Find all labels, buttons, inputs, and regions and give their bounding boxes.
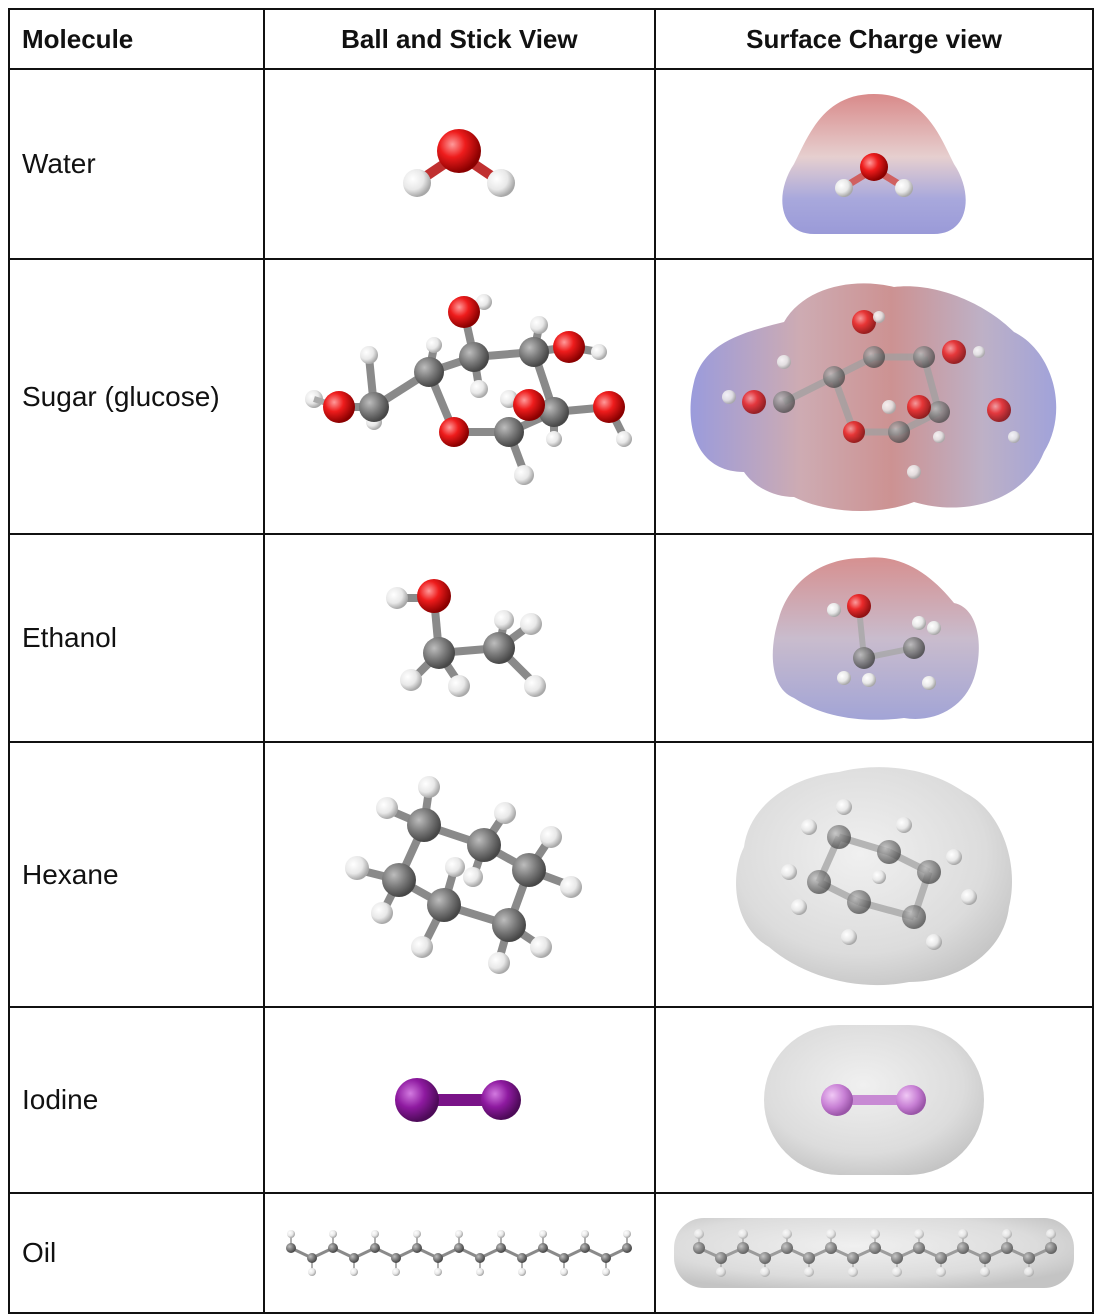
oil-ball-and-stick-model (262, 1192, 657, 1314)
iodine-surface-charge-model (654, 1006, 1094, 1194)
column-header-ball-and-stick: Ball and Stick View (262, 8, 657, 70)
molecule-name-water: Water (8, 68, 265, 260)
glucose-ball-and-stick-model (262, 258, 657, 535)
table-row: Iodine (8, 1006, 1094, 1194)
table-header-row: Molecule Ball and Stick View Surface Cha… (8, 8, 1094, 70)
molecule-name-hexane: Hexane (8, 741, 265, 1008)
column-header-molecule: Molecule (8, 8, 265, 70)
table-row: Oil (8, 1192, 1094, 1314)
molecule-name-sugar: Sugar (glucose) (8, 258, 265, 535)
column-header-surface-charge: Surface Charge view (654, 8, 1094, 70)
water-surface-charge-model (654, 68, 1094, 260)
table-row: Sugar (glucose) (8, 258, 1094, 535)
ethanol-surface-charge-model (654, 533, 1094, 743)
molecule-name-oil: Oil (8, 1192, 265, 1314)
hexane-ball-and-stick-model (262, 741, 657, 1008)
hexane-surface-charge-model (654, 741, 1094, 1008)
table-row: Water (8, 68, 1094, 260)
table-row: Ethanol (8, 533, 1094, 743)
table-row: Hexane (8, 741, 1094, 1008)
molecule-table: Molecule Ball and Stick View Surface Cha… (8, 8, 1094, 1314)
water-ball-and-stick-model (262, 68, 657, 260)
molecule-name-iodine: Iodine (8, 1006, 265, 1194)
oil-surface-charge-model (654, 1192, 1094, 1314)
iodine-ball-and-stick-model (262, 1006, 657, 1194)
glucose-surface-charge-model (654, 258, 1094, 535)
ethanol-ball-and-stick-model (262, 533, 657, 743)
molecule-name-ethanol: Ethanol (8, 533, 265, 743)
